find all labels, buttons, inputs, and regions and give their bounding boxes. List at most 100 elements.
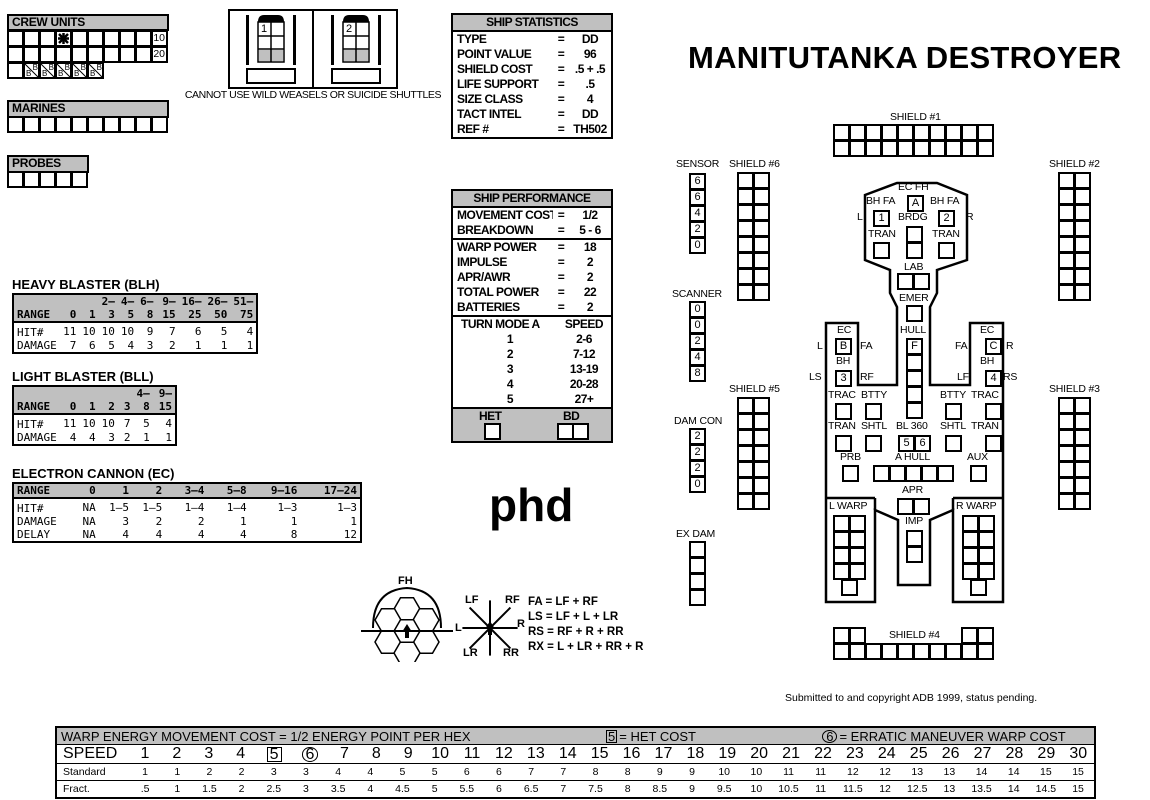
speed-row-cell: 21 <box>782 745 800 762</box>
scanner-label: SCANNER <box>672 288 722 300</box>
fractional-cost-row-cell: 4.5 <box>395 783 410 795</box>
weapon-box-4: 4 <box>985 370 1002 387</box>
speed-row-cell: 26 <box>941 745 960 762</box>
speed-row-cell: 12 <box>495 745 513 762</box>
row-value: 4 <box>197 528 205 541</box>
damcon-label: DAM CON <box>674 415 723 427</box>
speed-row-cell: 27 <box>973 745 992 762</box>
fractional-cost-row-cell: 13.5 <box>971 783 992 795</box>
range-value: 75 <box>230 308 258 323</box>
weapon-box-3: 3 <box>835 370 852 387</box>
stat-value: .5 + .5 <box>574 62 606 76</box>
speed-row-cell: 11 <box>463 745 481 762</box>
aux-control-box <box>970 465 987 482</box>
row-label: DAMAGE <box>17 339 57 352</box>
standard-cost-row-cell: 3 <box>270 766 277 778</box>
fractional-cost-row-cell: 6 <box>496 783 502 795</box>
range-value: 50 <box>204 308 231 323</box>
fractional-cost-row-label: Fract. <box>63 783 90 795</box>
ssd-label-a-hull: A HULL <box>895 451 930 463</box>
speed-row-cell: 30 <box>1069 745 1088 762</box>
speed-row-cell: 14 <box>558 745 577 762</box>
shield-5-label: SHIELD #5 <box>729 383 780 395</box>
row-value: 1 <box>350 515 357 528</box>
row-value: 10 <box>82 324 96 338</box>
weapon-box-c: C <box>985 338 1002 355</box>
equals-sign: = <box>557 223 565 237</box>
performance-row: MOVEMENT COST=1/2 <box>453 208 611 223</box>
battery-box <box>945 403 962 420</box>
ssd-label-shtl: SHTL <box>940 420 967 432</box>
range-value: 5–8 <box>207 483 250 499</box>
speed-row-cell: 19 <box>718 745 737 762</box>
row-value: 10 <box>82 416 96 430</box>
standard-cost-row-cell: 14 <box>1007 766 1020 778</box>
ssd-label-ec: EC <box>837 324 852 336</box>
standard-cost-row-cell: 14 <box>975 766 988 778</box>
ssd-label-imp: IMP <box>905 515 924 527</box>
row-value: 1 <box>194 339 202 352</box>
range-value: 8 <box>133 400 153 415</box>
right-warp-box <box>970 579 987 596</box>
range-value: 2 <box>131 483 166 499</box>
range-top <box>79 386 99 400</box>
arc-direction-r: R <box>517 618 525 630</box>
row-value: 1–4 <box>184 500 205 514</box>
speed-range: 13-19 <box>569 362 599 376</box>
erratic-cost-number: 6 <box>822 729 838 743</box>
row-value: 2 <box>169 339 176 352</box>
standard-cost-row-cell: 5 <box>431 766 438 778</box>
speed-row-cell: 15 <box>590 745 609 762</box>
row-value: 1 <box>246 339 254 352</box>
shuttle-bay-1: 1 <box>246 12 300 87</box>
standard-cost-row-cell: 5 <box>399 766 406 778</box>
range-top <box>117 386 134 400</box>
turn-mode: 2 <box>506 347 514 361</box>
shield-5-box <box>753 493 770 510</box>
performance-row: TOTAL POWER=22 <box>453 285 611 300</box>
row-value: NA <box>82 515 96 528</box>
equals-sign: = <box>557 285 565 299</box>
speed-row-cell: 10 <box>431 745 449 762</box>
range-value: 17–24 <box>300 483 361 499</box>
equals-sign: = <box>557 62 565 76</box>
movement-header: WARP ENERGY MOVEMENT COST = 1/2 ENERGY P… <box>57 728 1094 744</box>
range-top: 4– <box>133 386 153 400</box>
range-top: 6– <box>137 294 157 308</box>
ssd-label-aux: AUX <box>967 451 988 463</box>
row-value: 7 <box>123 416 131 430</box>
shield-1-label: SHIELD #1 <box>890 111 941 123</box>
standard-cost-row-label: Standard <box>63 766 106 778</box>
weapon-box-1: 1 <box>873 210 890 227</box>
row-value: 2 <box>197 515 205 528</box>
row-label: HIT# <box>17 502 44 515</box>
stat-value: TH502 <box>573 122 607 136</box>
row-value: 10 <box>101 324 115 338</box>
fractional-cost-row-cell: 11 <box>815 783 827 795</box>
range-value: 0 <box>60 400 80 415</box>
left-warp-box <box>849 563 866 580</box>
stat-row: LIFE SUPPORT=.5 <box>453 77 611 92</box>
het-cost-number: 5 <box>606 728 618 744</box>
range-value: 25 <box>178 308 205 323</box>
stat-row: TYPE=DD <box>453 32 611 47</box>
standard-cost-row-cell: 3 <box>303 766 309 778</box>
movement-cost-table: WARP ENERGY MOVEMENT COST = 1/2 ENERGY P… <box>55 726 1096 799</box>
fractional-cost-row-cell: 15 <box>1072 783 1084 795</box>
row-label: DELAY <box>17 528 51 541</box>
equals-sign: = <box>557 107 565 121</box>
ssd-label-lf: LF <box>957 371 969 383</box>
row-value: 3 <box>146 339 154 352</box>
lab-box <box>913 273 930 290</box>
row-value: 6 <box>194 324 202 338</box>
shuttle-note: CANNOT USE WILD WEASELS OR SUICIDE SHUTT… <box>184 89 442 101</box>
speed-row-cell: 23 <box>845 745 864 762</box>
standard-cost-row-cell: 15 <box>1072 766 1084 778</box>
speed-range: 2-6 <box>576 332 592 346</box>
